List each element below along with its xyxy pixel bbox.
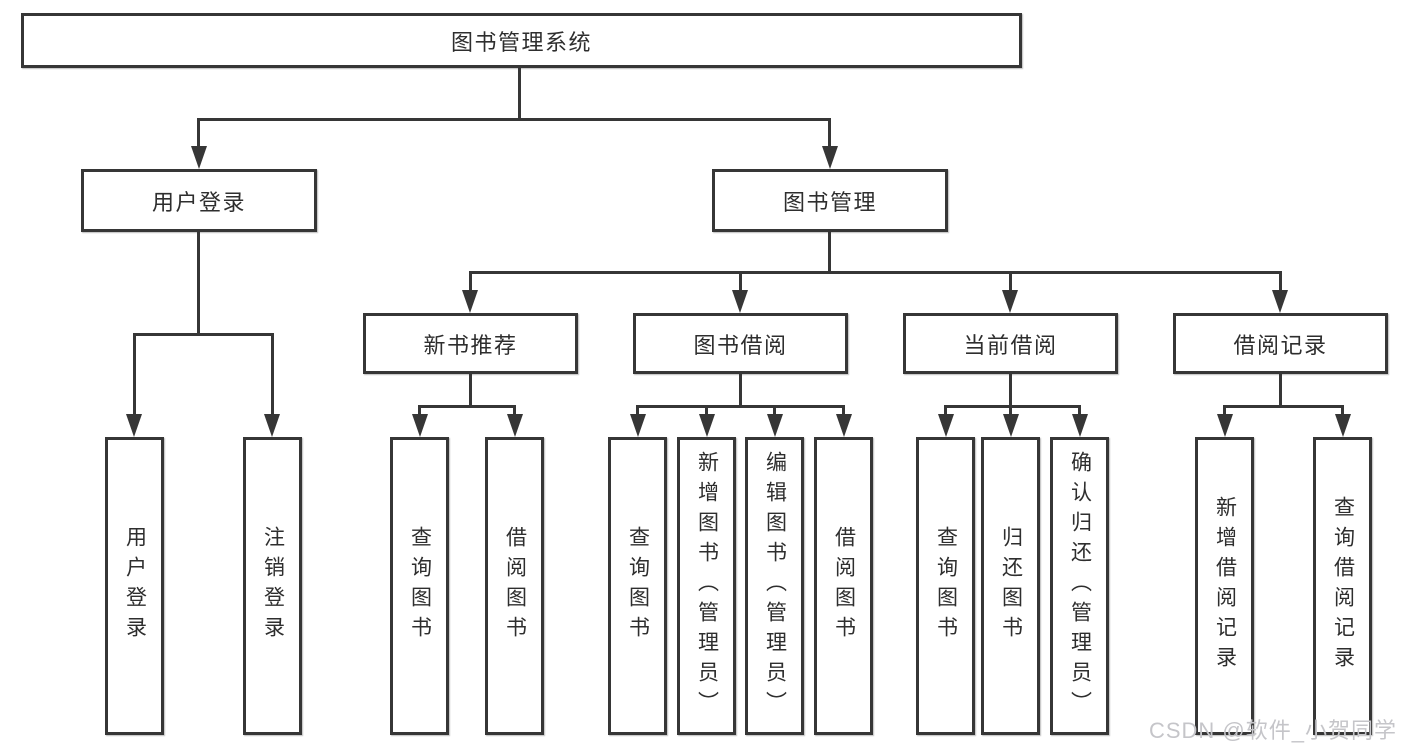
leaf-confirm-return-admin: 确认归还（管理员） (1050, 437, 1109, 735)
leaf-logout: 注销登录 (243, 437, 302, 735)
node-current-borrowing: 当前借阅 (903, 313, 1118, 374)
connector-vline (828, 230, 831, 273)
arrow-down-icon (767, 414, 783, 437)
arrow-down-icon (126, 414, 142, 437)
connector-vline (1009, 271, 1012, 292)
node-book-management: 图书管理 (712, 169, 948, 232)
connector-vline (636, 405, 639, 416)
connector-vline (518, 68, 521, 120)
leaf-return-books: 归还图书 (981, 437, 1040, 735)
connector-vline (418, 405, 421, 416)
connector-hline (1223, 405, 1344, 408)
node-new-book-recommendation: 新书推荐 (363, 313, 578, 374)
connector-vline (1078, 405, 1081, 416)
connector-vline (842, 405, 845, 416)
arrow-down-icon (630, 414, 646, 437)
arrow-down-icon (412, 414, 428, 437)
leaf-add-book-admin: 新增图书（管理员） (677, 437, 736, 735)
arrow-down-icon (1072, 414, 1088, 437)
connector-vline (1223, 405, 1226, 416)
connector-vline (705, 405, 708, 416)
node-book-borrowing: 图书借阅 (633, 313, 848, 374)
arrow-down-icon (1335, 414, 1351, 437)
arrow-down-icon (1217, 414, 1233, 437)
arrow-down-icon (938, 414, 954, 437)
arrow-down-icon (1272, 290, 1288, 313)
arrow-down-icon (1003, 414, 1019, 437)
connector-vline (271, 333, 274, 416)
connector-vline (1341, 405, 1344, 416)
leaf-borrow-books-recommend: 借阅图书 (485, 437, 544, 735)
connector-hline (944, 405, 1081, 408)
connector-vline (469, 372, 472, 407)
connector-vline (1009, 372, 1012, 407)
arrow-down-icon (699, 414, 715, 437)
connector-hline (636, 405, 845, 408)
connector-vline (828, 118, 831, 148)
leaf-query-books-current: 查询图书 (916, 437, 975, 735)
leaf-query-borrow-record: 查询借阅记录 (1313, 437, 1372, 735)
arrow-down-icon (822, 146, 838, 169)
node-library-management-system: 图书管理系统 (21, 13, 1022, 68)
connector-vline (1009, 405, 1012, 416)
connector-vline (469, 271, 472, 292)
leaf-add-borrow-record: 新增借阅记录 (1195, 437, 1254, 735)
connector-vline (1279, 372, 1282, 407)
leaf-edit-book-admin: 编辑图书（管理员） (745, 437, 804, 735)
node-user-login: 用户登录 (81, 169, 317, 232)
connector-vline (133, 333, 136, 416)
arrow-down-icon (732, 290, 748, 313)
connector-hline (418, 405, 516, 408)
connector-vline (513, 405, 516, 416)
connector-vline (739, 372, 742, 407)
arrow-down-icon (462, 290, 478, 313)
leaf-borrow-books-borrowing: 借阅图书 (814, 437, 873, 735)
connector-vline (773, 405, 776, 416)
connector-hline (197, 118, 831, 121)
connector-hline (469, 271, 1281, 274)
arrow-down-icon (1002, 290, 1018, 313)
arrow-down-icon (507, 414, 523, 437)
watermark: CSDN @软件_小贺同学 (1148, 718, 1397, 743)
arrow-down-icon (836, 414, 852, 437)
connector-vline (944, 405, 947, 416)
leaf-query-books-borrowing: 查询图书 (608, 437, 667, 735)
connector-vline (739, 271, 742, 292)
leaf-query-books-recommend: 查询图书 (390, 437, 449, 735)
leaf-user-login: 用户登录 (105, 437, 164, 735)
connector-vline (197, 118, 200, 148)
arrow-down-icon (191, 146, 207, 169)
node-borrowing-records: 借阅记录 (1173, 313, 1388, 374)
arrow-down-icon (264, 414, 280, 437)
connector-vline (1279, 271, 1282, 292)
connector-vline (197, 230, 200, 335)
connector-hline (133, 333, 274, 336)
